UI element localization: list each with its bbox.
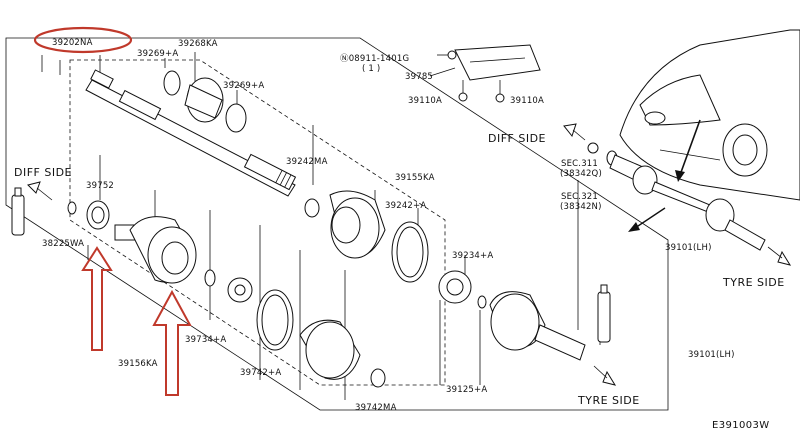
diagram-code: E391003W xyxy=(712,420,770,431)
shaft-assembly xyxy=(85,69,297,197)
top-boot xyxy=(163,70,247,133)
callout-39110A-left: 39110A xyxy=(408,96,442,106)
callout-39752: 39752 xyxy=(86,181,114,191)
callout-39268KA: 39268KA xyxy=(178,39,218,49)
callout-39734A: 39734+A xyxy=(185,335,226,345)
highlight-arrow-right xyxy=(152,289,192,396)
center-boot xyxy=(304,190,429,283)
driveshaft-small xyxy=(587,142,766,251)
inner-dashed-frame xyxy=(69,59,446,386)
inner-joint-parts xyxy=(11,187,386,388)
callout-39125A: 39125+A xyxy=(446,385,487,395)
tyre-side-right-label: TYRE SIDE xyxy=(722,276,785,289)
callout-39101LH-main: 39101(LH) xyxy=(688,350,735,360)
highlight-arrow-left xyxy=(81,246,113,351)
direction-arrows xyxy=(27,123,792,386)
callout-39234A: 39234+A xyxy=(452,251,493,261)
callout-39242A: 39242+A xyxy=(385,201,426,211)
callout-08911-qty: ( 1 ) xyxy=(362,64,380,74)
callout-39110A-right: 39110A xyxy=(510,96,544,106)
callout-39101LH-car: 39101(LH) xyxy=(665,243,712,253)
callout-39742MA: 39742MA xyxy=(355,403,397,413)
callout-sec321: SEC.321 xyxy=(561,192,598,202)
callout-08911: Ⓝ08911-1401G xyxy=(340,54,409,64)
callout-39742A: 39742+A xyxy=(240,368,281,378)
callout-sec311-ref: (38342Q) xyxy=(560,169,602,179)
diff-side-left-label: DIFF SIDE xyxy=(14,166,72,179)
callout-38225WA: 38225WA xyxy=(42,239,84,249)
callout-sec311: SEC.311 xyxy=(561,159,598,169)
frame xyxy=(5,37,669,411)
callout-39269A-top: 39269+A xyxy=(137,49,178,59)
outer-cv-joint xyxy=(438,270,611,361)
vehicle-sketch xyxy=(619,29,800,201)
callout-39202NA: 39202NA xyxy=(52,38,93,48)
callout-39785: 39785 xyxy=(405,72,433,82)
bracket-39785 xyxy=(429,44,541,103)
diff-side-right-label: DIFF SIDE xyxy=(488,132,546,145)
highlight-circle xyxy=(33,26,133,54)
callout-39156KA: 39156KA xyxy=(118,359,158,369)
callout-39269A-right: 39269+A xyxy=(223,81,264,91)
callout-39155KA: 39155KA xyxy=(395,173,435,183)
callout-sec321-ref: (38342N) xyxy=(560,202,602,212)
tyre-side-bottom-label: TYRE SIDE xyxy=(577,394,640,407)
callout-39242MA: 39242MA xyxy=(286,157,328,167)
